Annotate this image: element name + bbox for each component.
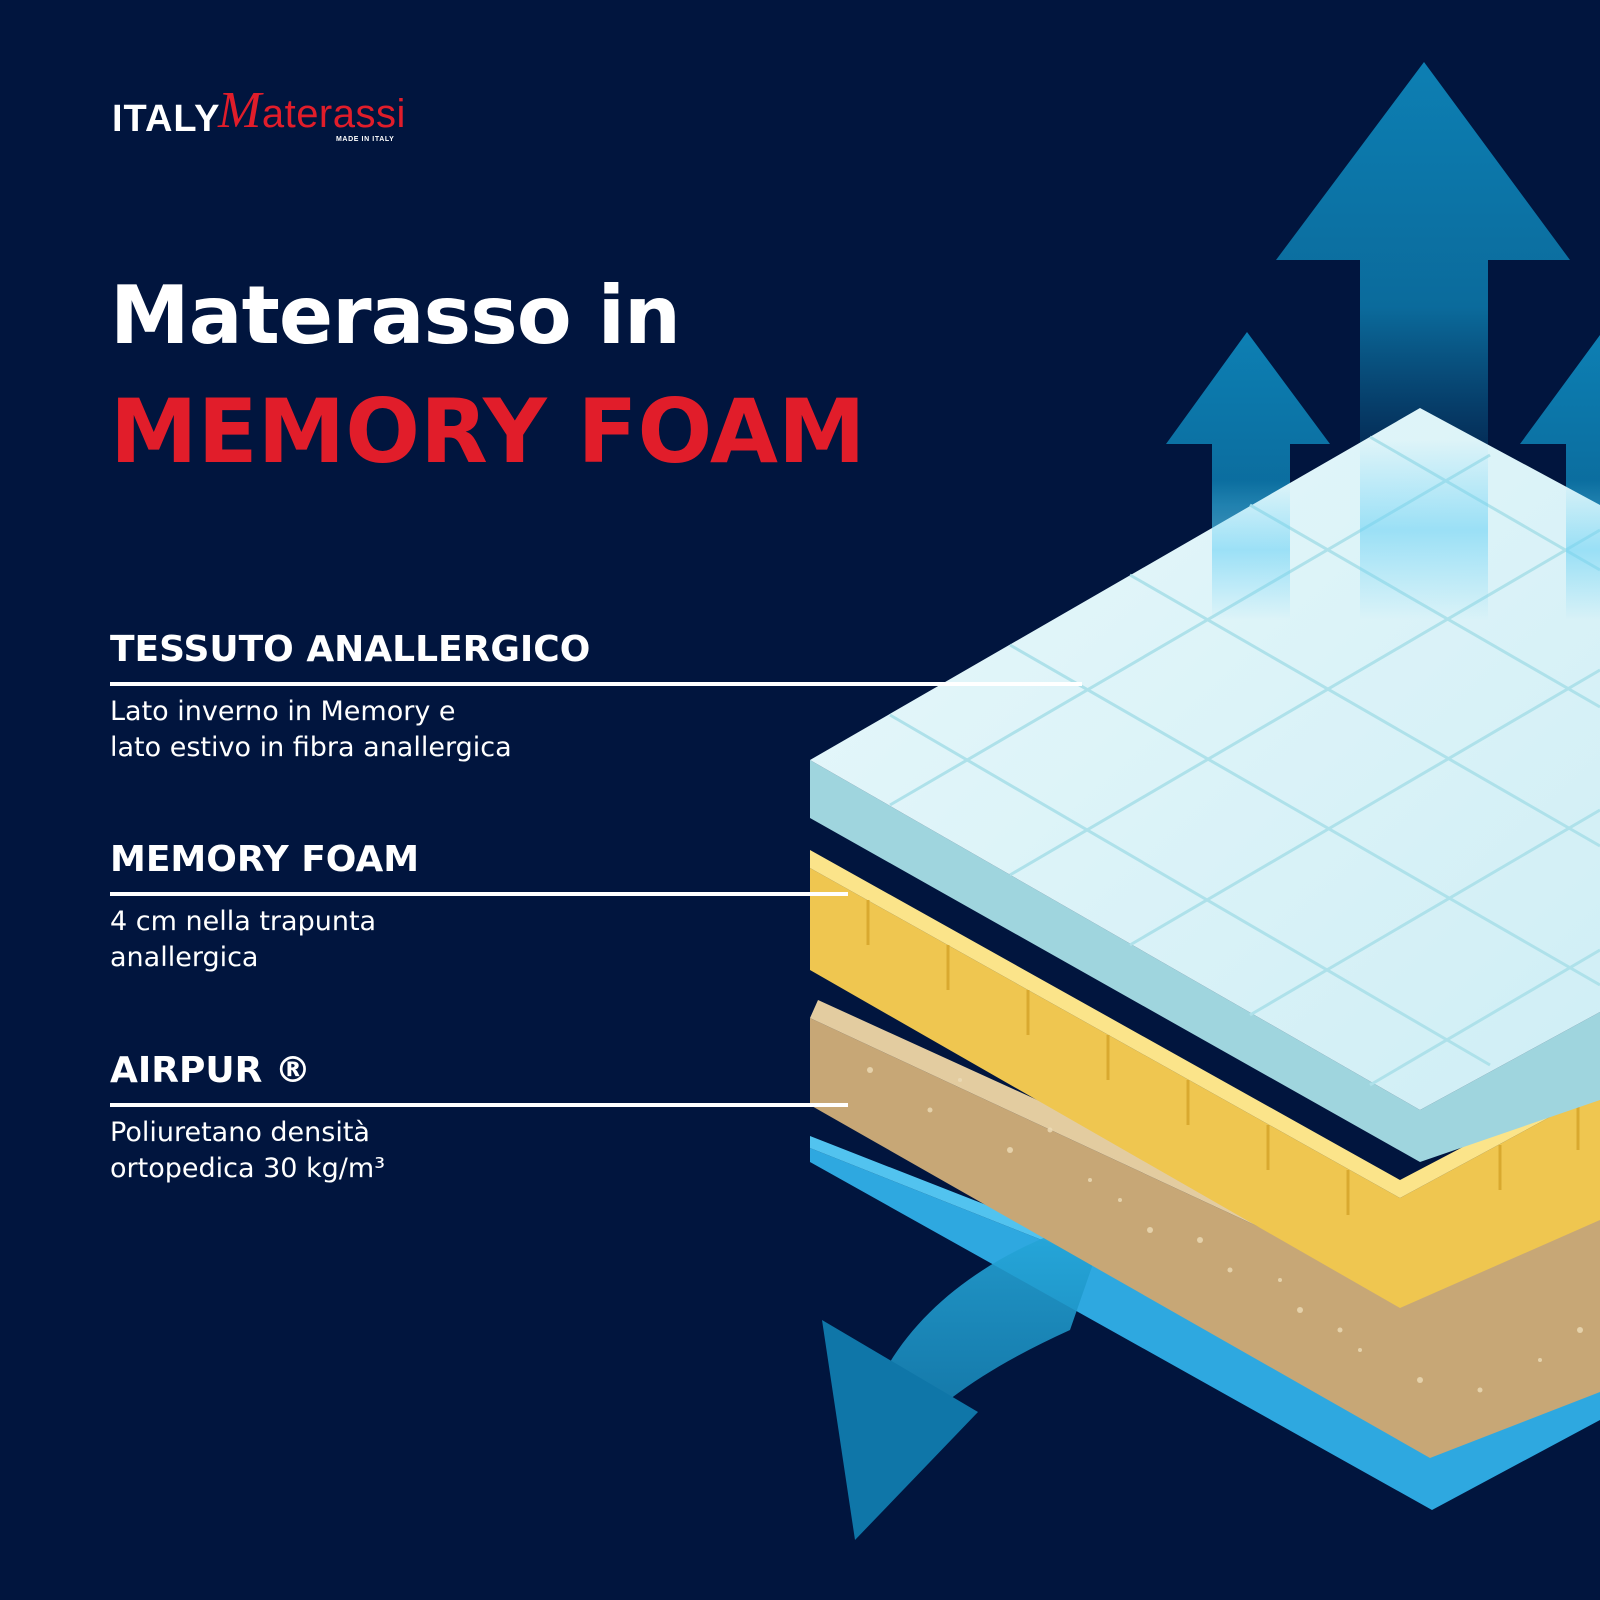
layer-title: TESSUTO ANALLERGICO (110, 629, 591, 670)
airflow-curved-arrow-icon (822, 1215, 1110, 1540)
callout-line (110, 892, 848, 896)
headline-line-1: Materasso in (110, 269, 681, 362)
layer-title: MEMORY FOAM (110, 839, 420, 880)
brand-tagline: MADE IN ITALY (336, 136, 395, 143)
callout-line (110, 682, 1082, 686)
brand-name-part-1: ITALY (112, 98, 221, 140)
layer-description-line-1: Poliuretano densità (110, 1117, 370, 1148)
brand-initial: M (218, 82, 262, 139)
top-fabric-layer (810, 408, 1600, 1162)
brand-logo: ITALY Materassi MADE IN ITALY (112, 82, 412, 146)
layer-description-line-2: anallergica (110, 942, 259, 973)
airpur-layer (810, 1000, 1600, 1458)
headline-line-2: MEMORY FOAM (110, 380, 866, 483)
memory-foam-layer (810, 850, 1600, 1308)
layer-callout-memory-foam: MEMORY FOAM 4 cm nella trapunta anallerg… (110, 839, 870, 973)
layer-title: AIRPUR ® (110, 1050, 311, 1091)
layer-description: Poliuretano densità ortopedica 30 kg/m³ (110, 1115, 385, 1187)
layer-description-line-2: lato estivo in fibra anallergica (110, 732, 512, 763)
layer-callout-airpur: AIRPUR ® Poliuretano densità ortopedica … (110, 1050, 870, 1184)
callout-line (110, 1103, 848, 1107)
brand-name-part-2: Materassi (218, 82, 406, 139)
layer-description-line-1: 4 cm nella trapunta (110, 906, 377, 937)
layer-description-line-2: ortopedica 30 kg/m³ (110, 1153, 386, 1184)
layer-description: 4 cm nella trapunta anallergica (110, 904, 376, 976)
layer-description-line-1: Lato inverno in Memory e (110, 696, 456, 727)
layer-description: Lato inverno in Memory e lato estivo in … (110, 694, 512, 766)
airflow-arrow-large-icon (1276, 62, 1570, 470)
brand-name-rest: aterassi (261, 92, 406, 136)
layer-callout-fabric: TESSUTO ANALLERGICO Lato inverno in Memo… (110, 629, 1082, 763)
